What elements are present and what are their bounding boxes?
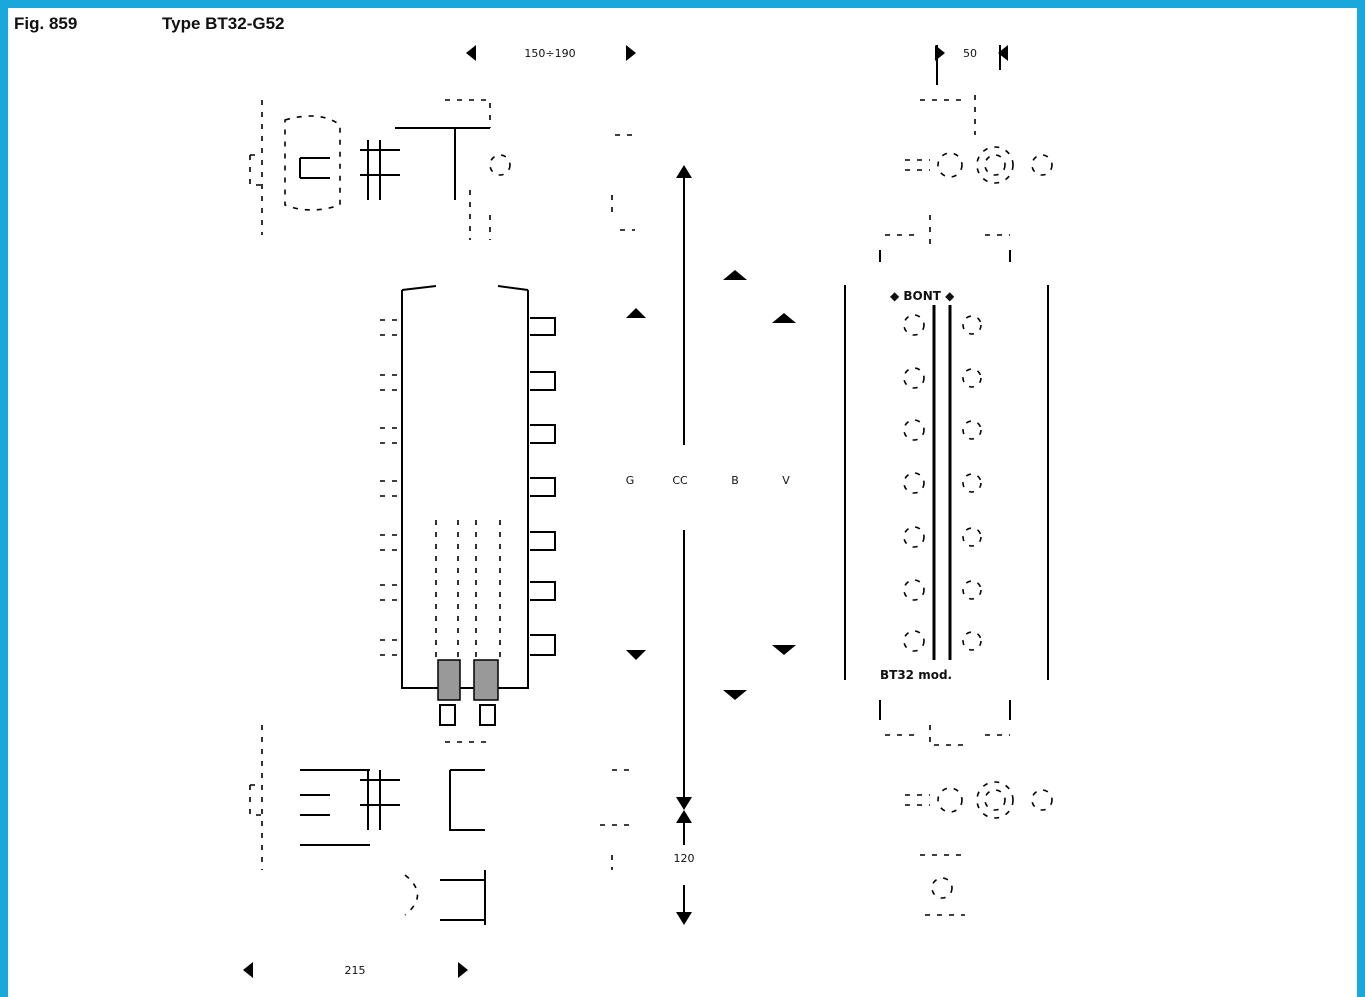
nameplate-top-text: ◆ BONT ◆ xyxy=(890,289,955,303)
g-arrow-top xyxy=(626,308,646,318)
b-arrow-bottom xyxy=(723,690,747,700)
dimension-top-width: 150÷190 xyxy=(466,45,636,61)
left-side-ports xyxy=(380,319,400,656)
dimension-g-label: G xyxy=(626,474,635,487)
top-valve-front-view xyxy=(879,95,1053,262)
gauge-body-side-view xyxy=(380,285,556,726)
dimension-drain-label: 120 xyxy=(674,852,695,865)
dimension-v-label: V xyxy=(782,474,790,487)
dimension-label-right-width: 50 xyxy=(963,47,977,60)
dimension-bottom-width: 215 xyxy=(243,962,468,978)
v-arrow-top xyxy=(772,313,796,323)
g-arrow-bottom xyxy=(626,650,646,660)
dimension-label-bottom-width: 215 xyxy=(345,964,366,977)
front-screws-right xyxy=(962,315,982,651)
dimension-right-width: 50 xyxy=(935,45,1008,85)
v-arrow-bottom xyxy=(772,645,796,655)
bottom-valve-front-view xyxy=(879,700,1053,916)
dimension-cc xyxy=(676,165,692,925)
nameplate-bottom-text: BT32 mod. xyxy=(880,668,952,682)
figure-type: Type BT32-G52 xyxy=(162,14,285,33)
bottom-valve-assembly xyxy=(249,725,490,925)
b-arrow-top xyxy=(723,270,747,280)
right-side-ports xyxy=(530,317,556,656)
dimension-b-label: B xyxy=(731,474,739,487)
bottom-tick-marks xyxy=(600,769,635,870)
figure-number: Fig. 859 xyxy=(14,14,78,33)
dimension-cc-label: CC xyxy=(672,474,688,487)
dimension-label-top-width: 150÷190 xyxy=(524,47,575,60)
top-tick-marks xyxy=(611,134,635,231)
gauge-front-view: ◆ BONT ◆ BT32 mod. xyxy=(844,285,1049,682)
top-valve-assembly xyxy=(249,99,511,240)
front-screws-left xyxy=(903,314,925,652)
